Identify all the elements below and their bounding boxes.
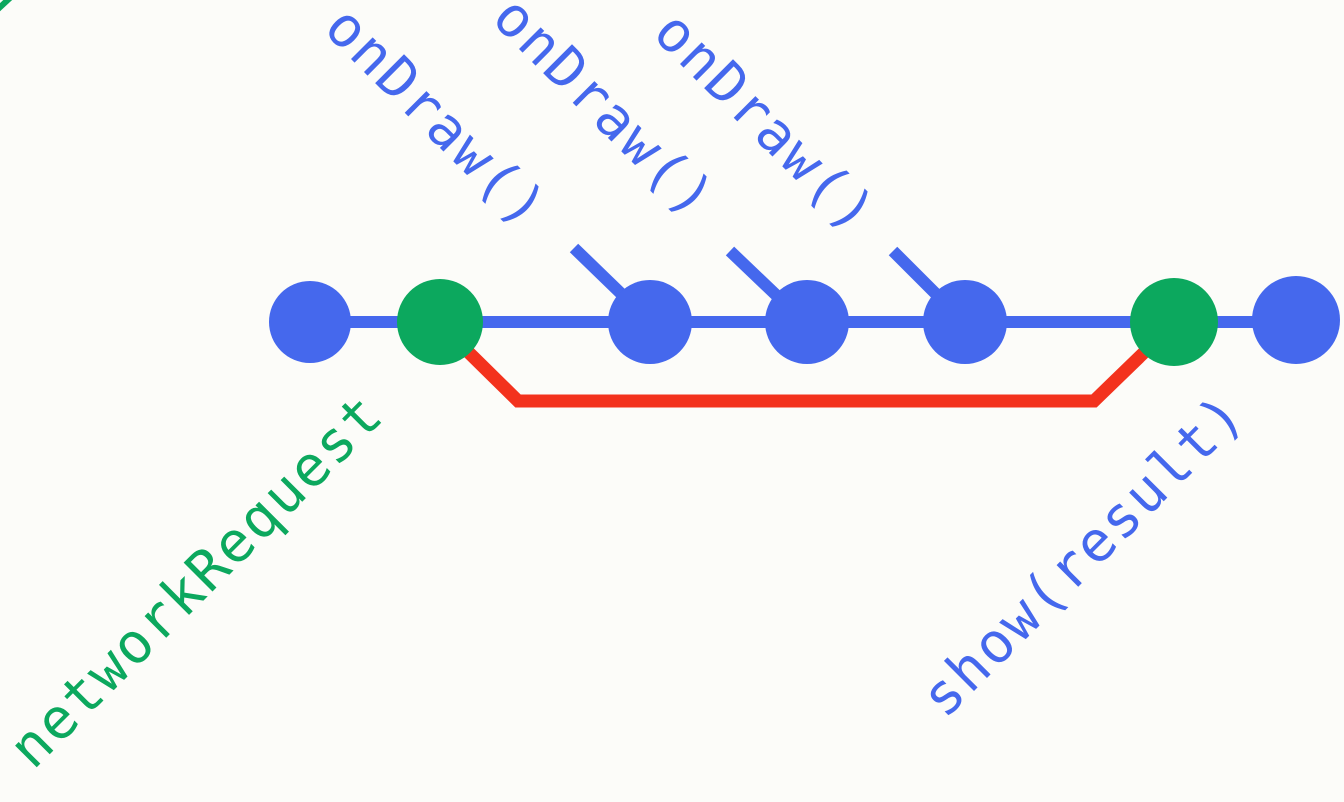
ondraw-node-3	[923, 280, 1007, 364]
show-result-node	[1130, 278, 1218, 366]
event-node-end	[1252, 276, 1340, 364]
network-request-node	[397, 279, 483, 365]
corner-green-mark	[0, 0, 13, 12]
ondraw-node-1	[608, 280, 692, 364]
network-request-blocking-path	[447, 331, 1165, 408]
event-node-start	[269, 281, 351, 363]
ondraw-node-2	[765, 280, 849, 364]
